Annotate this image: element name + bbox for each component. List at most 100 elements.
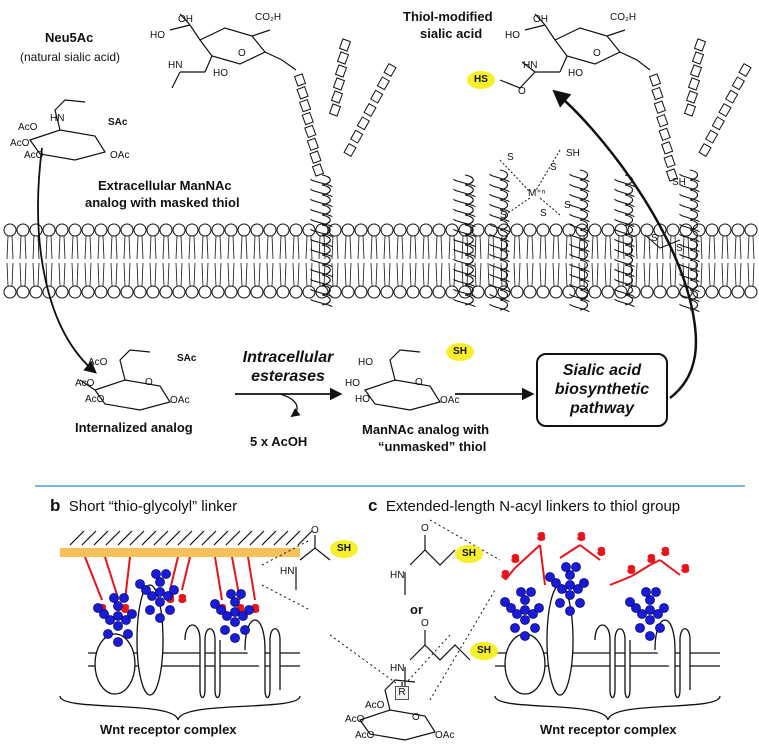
lipid-head xyxy=(367,223,381,237)
sugar-residue xyxy=(731,76,745,91)
sugar-residue xyxy=(685,90,699,104)
aco-int-1: AcO xyxy=(88,357,108,368)
ho-unm-2: HO xyxy=(345,378,360,389)
hn-label-2: HN xyxy=(523,60,538,71)
sugar-residue xyxy=(663,154,676,169)
sac-ext: SAc xyxy=(108,117,128,128)
o-int: O xyxy=(145,377,153,388)
sialic-bead xyxy=(645,615,655,625)
lipid-head xyxy=(484,285,498,299)
lipid-tail xyxy=(19,235,27,287)
hatch-line xyxy=(165,530,181,546)
sh-highlight-c1: SH xyxy=(455,545,483,563)
sialic-bead xyxy=(163,591,173,601)
pathway-text: Sialic acid biosynthetic pathway xyxy=(538,361,666,418)
sialic-bead xyxy=(565,570,575,580)
lipid-head xyxy=(159,285,173,299)
unmasked-label: ManNAc analog with xyxy=(362,422,490,437)
lipid-head xyxy=(55,285,69,299)
sialic-bead xyxy=(105,615,115,625)
lipid-head xyxy=(380,285,394,299)
sialic-bead xyxy=(155,577,165,587)
dotted-connectors xyxy=(261,519,501,701)
lipid-head xyxy=(172,285,186,299)
lipid-head xyxy=(393,285,407,299)
sugar-residue xyxy=(376,76,390,91)
lipid-tail xyxy=(305,235,313,287)
oac-int: OAc xyxy=(170,395,190,406)
sialic-bead xyxy=(653,609,663,619)
r-group-box: R xyxy=(395,686,409,700)
sialic-bead xyxy=(113,637,123,647)
lipid-head xyxy=(81,223,95,237)
lipid-head xyxy=(744,223,758,237)
sugar-residue xyxy=(689,64,703,78)
nh-ext: HN xyxy=(50,113,65,124)
lipid-head xyxy=(432,285,446,299)
o-c1: O xyxy=(421,523,429,534)
sialic-bead xyxy=(93,603,103,613)
helix xyxy=(489,169,510,313)
lipid-head xyxy=(146,223,160,237)
lipid-tail xyxy=(552,235,560,287)
lipid-head xyxy=(107,285,121,299)
lipid-tail xyxy=(617,235,625,287)
extracellular-label: Extracellular ManNAc xyxy=(98,178,232,193)
sialic-bead xyxy=(635,623,645,633)
uptake-arrow xyxy=(37,147,97,374)
hatch-line xyxy=(105,530,121,546)
sugar-residue xyxy=(661,141,674,155)
sialic-bead xyxy=(530,623,540,633)
aco-int-2: AcO xyxy=(75,378,95,389)
lipid-head xyxy=(549,223,563,237)
lipid-tail xyxy=(188,235,196,287)
hatch-line xyxy=(249,530,265,546)
unmasked-label-2: “unmasked” thiol xyxy=(378,439,487,454)
sugar-residue xyxy=(383,62,397,78)
lipid-head xyxy=(718,223,732,237)
hatch-line xyxy=(129,530,145,546)
hatch-line xyxy=(261,530,277,546)
lipid-tail xyxy=(422,235,430,287)
sialic-bead xyxy=(645,605,655,615)
sialic-bead xyxy=(147,591,157,601)
lipid-head xyxy=(16,223,30,237)
lipid-head xyxy=(224,285,238,299)
lipid-head xyxy=(94,285,108,299)
sugar-residue xyxy=(656,114,669,128)
wnt-complex-b: Wnt receptor complex xyxy=(100,722,237,737)
sialic-bead xyxy=(169,585,179,595)
lipid-head xyxy=(718,285,732,299)
sialic-bead xyxy=(151,569,161,579)
sialic-bead xyxy=(561,562,571,572)
sugar-residue xyxy=(332,77,346,91)
or-label: or xyxy=(410,602,423,617)
lipid-tail xyxy=(253,235,261,287)
ho-label-3: HO xyxy=(213,68,228,79)
sialic-bead xyxy=(520,595,530,605)
lipid-tail xyxy=(357,235,365,287)
sialic-bead xyxy=(109,593,119,603)
aco-c-1: AcO xyxy=(365,700,385,711)
sialic-bead xyxy=(655,623,665,633)
sialic-bead xyxy=(165,605,175,615)
sugar-residue xyxy=(293,73,307,87)
sialic-bead xyxy=(557,584,567,594)
hatch-line xyxy=(297,530,313,546)
esterases-line2: esterases xyxy=(251,368,325,385)
o-label-2: O xyxy=(593,48,601,59)
sugar-residue xyxy=(306,137,319,151)
lipid-tail xyxy=(578,235,586,287)
lipid-head xyxy=(185,223,199,237)
sugar-residue xyxy=(653,100,666,114)
sialic-bead xyxy=(565,580,575,590)
lipid-tail xyxy=(292,235,300,287)
surface-hatching xyxy=(69,530,313,546)
panel-c-title: c Extended-length N-acyl linkers to thio… xyxy=(368,496,680,516)
ho-label-2: HO xyxy=(505,30,520,41)
sh-highlight-b: SH xyxy=(330,540,358,558)
helix xyxy=(569,169,590,313)
lipid-tail xyxy=(409,235,417,287)
thiol-sialic-structure xyxy=(499,13,651,89)
amide-o-top: O xyxy=(518,86,526,97)
